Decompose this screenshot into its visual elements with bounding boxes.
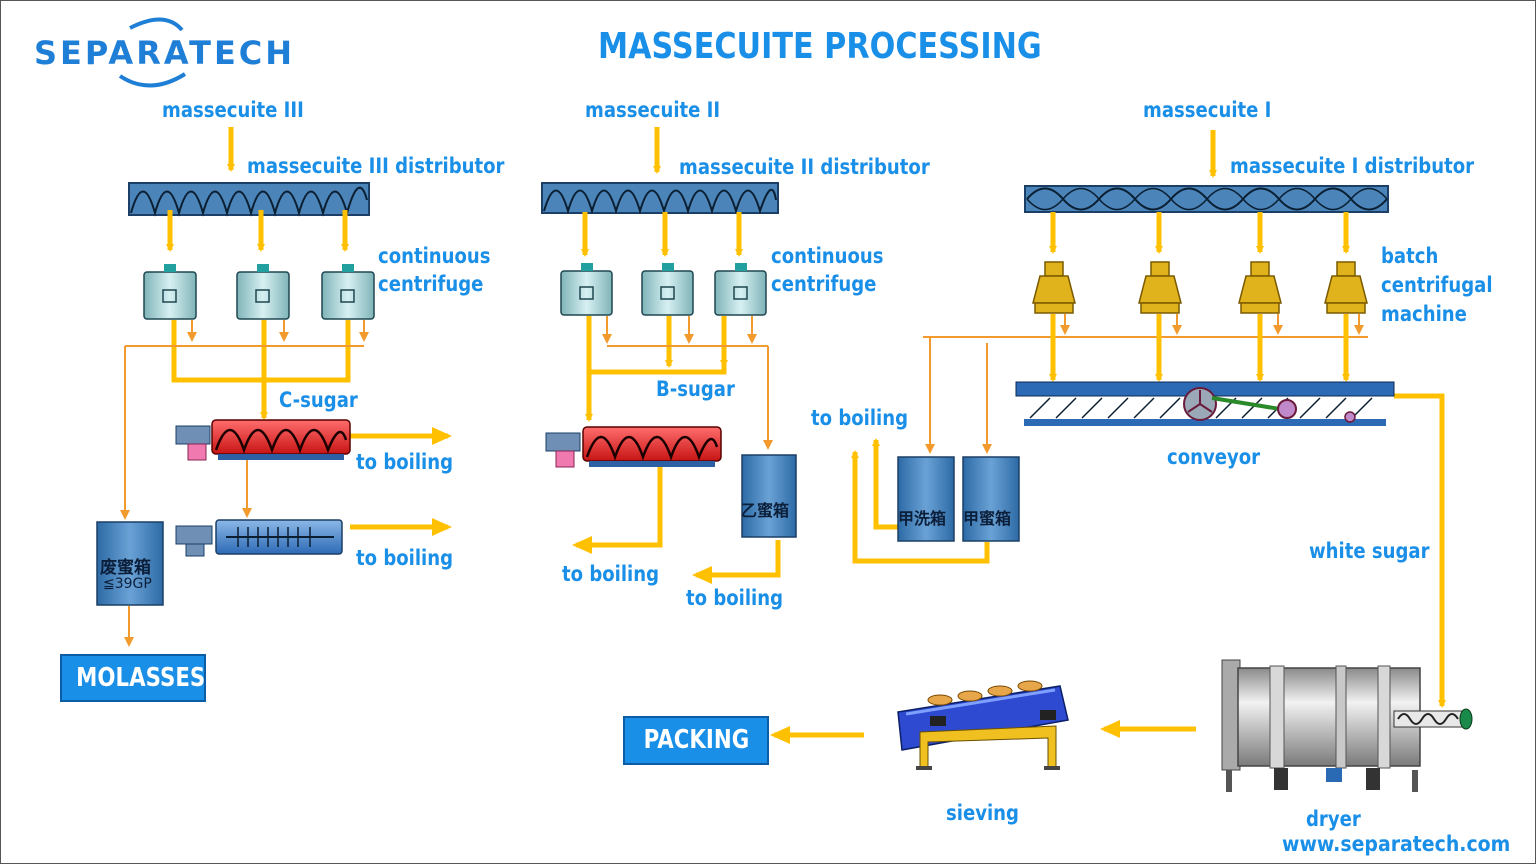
label-continuous-centrifuge-ii-line1: continuous — [771, 244, 884, 268]
molasses-box: MOLASSES — [60, 654, 206, 702]
tank-label-a-molasses: 甲蜜箱 — [963, 509, 1012, 528]
company-logo: SEPARATECH — [34, 34, 296, 72]
dryer-machine — [1221, 659, 1473, 792]
label-massecuite-i: massecuite I — [1143, 98, 1272, 122]
distributor-iii — [128, 182, 370, 217]
feed-arrows — [227, 127, 1217, 178]
centrifuge-icon — [560, 263, 613, 316]
label-continuous-centrifuge-ii-line2: centrifuge — [771, 272, 877, 296]
label-massecuite-ii: massecuite II — [585, 98, 721, 122]
label-dryer: dryer — [1306, 807, 1361, 831]
website-url: www.separatech.com — [1282, 832, 1511, 856]
mingler-red-ii — [545, 426, 722, 468]
mingler-blue-iii — [175, 519, 343, 557]
packing-box-label: PACKING — [643, 725, 749, 755]
label-sieving: sieving — [946, 801, 1019, 825]
b-sugar-flow — [572, 316, 781, 584]
label-white-sugar: white sugar — [1309, 539, 1430, 563]
label-continuous-centrifuge-iii-line2: centrifuge — [378, 272, 484, 296]
label-to-boiling-1: to boiling — [356, 450, 454, 474]
batch-centrifuge-icon — [1032, 261, 1076, 314]
label-batch-centrifuge-line1: batch — [1381, 244, 1439, 268]
tank-label-waste-molasses-purity: ≦39GP — [103, 576, 152, 592]
molasses-iii-flow — [120, 320, 369, 647]
continuous-centrifuge-iii-group — [143, 264, 375, 320]
label-to-boiling-2: to boiling — [356, 546, 454, 570]
distributor-i — [1024, 185, 1389, 213]
conveyor-belt — [1015, 381, 1395, 426]
centrifuge-icon — [143, 264, 197, 320]
label-continuous-centrifuge-iii-line1: continuous — [378, 244, 491, 268]
label-c-sugar: C-sugar — [279, 388, 358, 412]
dryer-to-sieve-arrow — [770, 720, 1196, 744]
label-to-boiling-3: to boiling — [562, 562, 660, 586]
label-distributor-iii: massecuite III distributor — [247, 154, 505, 178]
sieving-machine — [897, 680, 1069, 770]
page-title: MASSECUITE PROCESSING — [598, 26, 1042, 67]
batch-centrifuge-icon — [1238, 261, 1282, 314]
packing-box: PACKING — [623, 716, 769, 765]
label-to-boiling-5: to boiling — [811, 406, 909, 430]
centrifuge-icon — [641, 263, 694, 316]
label-batch-centrifuge-line3: machine — [1381, 302, 1467, 326]
c-sugar-flow — [171, 320, 452, 536]
molasses-box-label: MOLASSES — [76, 663, 206, 693]
continuous-centrifuge-ii-group — [560, 263, 767, 316]
label-b-sugar: B-sugar — [656, 377, 735, 401]
label-massecuite-iii: massecuite III — [162, 98, 304, 122]
tank-label-b-molasses: 乙蜜箱 — [741, 501, 790, 520]
tank-label-a-wash: 甲洗箱 — [898, 509, 947, 528]
label-distributor-i: massecuite I distributor — [1230, 154, 1475, 178]
a-wash-tank — [897, 456, 955, 542]
tank-label-waste-molasses: 废蜜箱 — [100, 558, 151, 578]
label-batch-centrifuge-line2: centrifugal — [1381, 273, 1493, 297]
molasses-i-flow — [923, 314, 1368, 454]
logo-swoosh-icon — [118, 17, 187, 88]
batch-centrifuge-icon — [1138, 261, 1182, 314]
mingler-red-iii — [175, 419, 351, 461]
distributor-ii — [541, 182, 779, 215]
centrifuge-icon — [236, 264, 290, 320]
centrifuge-icon — [714, 263, 767, 316]
batch-centrifugal-group — [1032, 261, 1368, 314]
label-to-boiling-4: to boiling — [686, 586, 784, 610]
b-molasses-tank — [741, 454, 797, 538]
centrifuge-icon — [321, 264, 375, 320]
white-sugar-flow — [851, 314, 1446, 708]
distributor-to-centrifuge-arrows — [166, 210, 1350, 257]
batch-centrifuge-icon — [1324, 261, 1368, 314]
label-distributor-ii: massecuite II distributor — [679, 155, 930, 179]
a-molasses-tank — [962, 456, 1020, 542]
waste-molasses-tank — [96, 521, 164, 606]
label-conveyor: conveyor — [1167, 445, 1261, 469]
molasses-ii-flow — [602, 316, 773, 450]
